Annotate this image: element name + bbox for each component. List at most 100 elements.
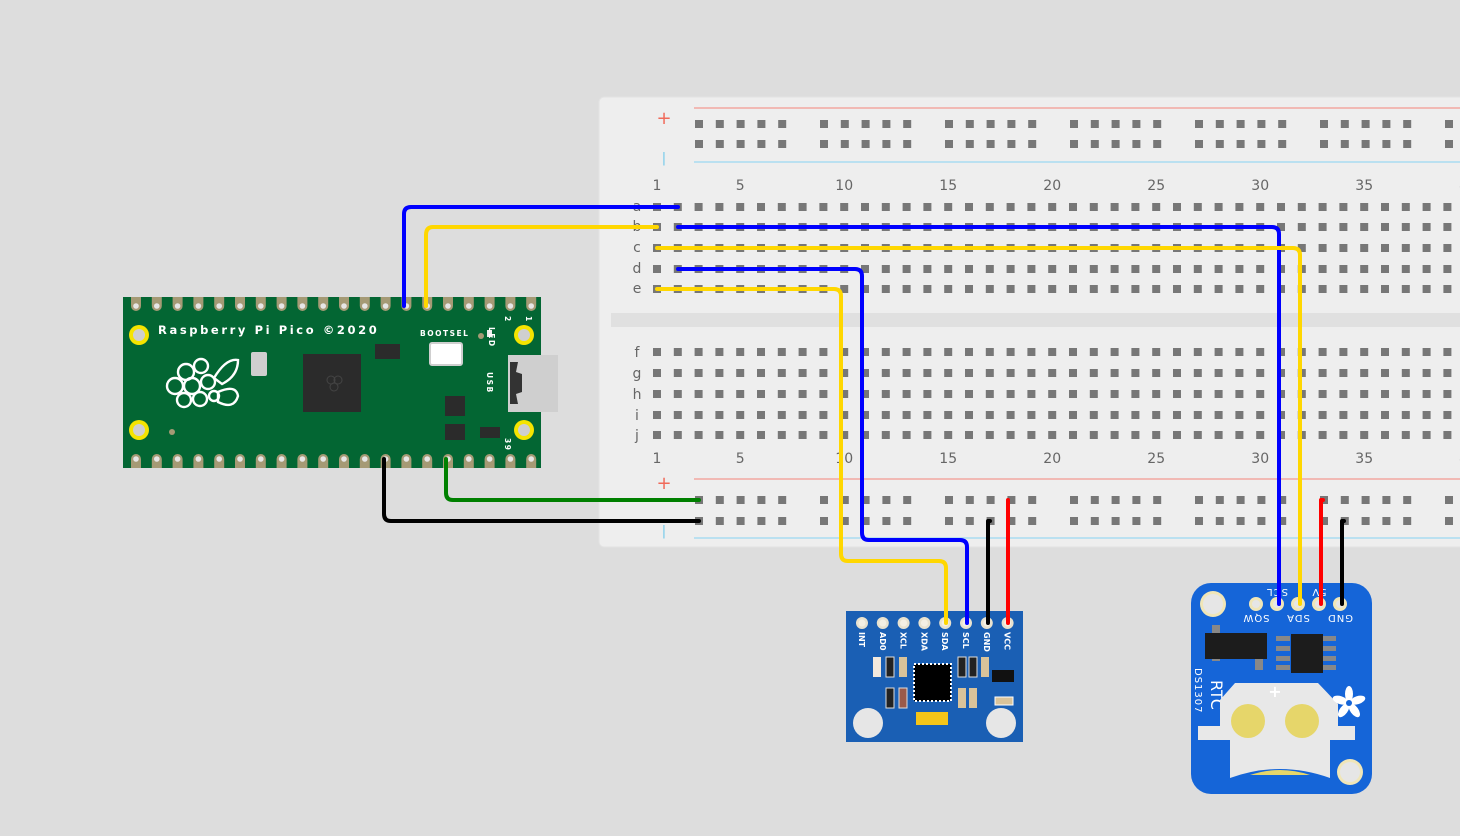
breadboard-hole[interactable] xyxy=(1360,244,1369,252)
breadboard-hole[interactable] xyxy=(653,265,661,273)
breadboard-hole[interactable] xyxy=(1318,411,1327,419)
breadboard-hole[interactable] xyxy=(653,348,661,356)
breadboard-hole[interactable] xyxy=(1131,369,1140,377)
rail-hole[interactable] xyxy=(1028,496,1037,504)
wire-pico-sda-to-breadboard[interactable] xyxy=(402,205,680,308)
breadboard-hole[interactable] xyxy=(1152,369,1161,377)
breadboard-hole[interactable] xyxy=(819,348,828,356)
breadboard-hole[interactable] xyxy=(1360,348,1369,356)
rail-hole[interactable] xyxy=(1111,120,1120,128)
breadboard-hole[interactable] xyxy=(1297,203,1306,211)
breadboard-hole[interactable] xyxy=(694,369,703,377)
breadboard-hole[interactable] xyxy=(819,411,828,419)
rail-hole[interactable] xyxy=(1403,496,1412,504)
breadboard-hole[interactable] xyxy=(923,390,932,398)
breadboard-hole[interactable] xyxy=(923,411,932,419)
breadboard-hole[interactable] xyxy=(1256,390,1265,398)
breadboard-hole[interactable] xyxy=(923,285,932,293)
breadboard-hole[interactable] xyxy=(715,431,724,439)
breadboard-hole[interactable] xyxy=(1339,411,1348,419)
rail-hole[interactable] xyxy=(1382,496,1391,504)
breadboard-hole[interactable] xyxy=(694,390,703,398)
breadboard-hole[interactable] xyxy=(1401,285,1410,293)
breadboard-hole[interactable] xyxy=(736,431,745,439)
breadboard-hole[interactable] xyxy=(1193,431,1202,439)
breadboard-hole[interactable] xyxy=(1152,390,1161,398)
breadboard-hole[interactable] xyxy=(1089,203,1098,211)
breadboard-hole[interactable] xyxy=(798,348,807,356)
wire-bb-to-rtc-scl[interactable] xyxy=(676,225,1281,606)
rail-hole[interactable] xyxy=(965,496,974,504)
rail-hole[interactable] xyxy=(1070,140,1078,148)
breadboard-hole[interactable] xyxy=(757,411,765,419)
breadboard-hole[interactable] xyxy=(1235,285,1244,293)
rail-hole[interactable] xyxy=(695,140,703,148)
breadboard-hole[interactable] xyxy=(1069,390,1077,398)
breadboard-hole[interactable] xyxy=(840,203,849,211)
breadboard-hole[interactable] xyxy=(923,348,932,356)
rail-hole[interactable] xyxy=(1445,120,1453,128)
breadboard-hole[interactable] xyxy=(777,411,786,419)
rail-hole[interactable] xyxy=(1153,517,1162,525)
breadboard-hole[interactable] xyxy=(715,411,724,419)
breadboard-hole[interactable] xyxy=(1089,431,1098,439)
breadboard-hole[interactable] xyxy=(1089,265,1098,273)
rail-hole[interactable] xyxy=(1111,517,1120,525)
rail-hole[interactable] xyxy=(1007,517,1016,525)
breadboard-hole[interactable] xyxy=(1152,203,1161,211)
breadboard-hole[interactable] xyxy=(1256,348,1265,356)
breadboard-hole[interactable] xyxy=(1381,203,1389,211)
breadboard-hole[interactable] xyxy=(1339,431,1348,439)
breadboard-hole[interactable] xyxy=(1422,369,1431,377)
rail-hole[interactable] xyxy=(1257,496,1266,504)
breadboard-hole[interactable] xyxy=(985,390,994,398)
breadboard-hole[interactable] xyxy=(1193,411,1202,419)
breadboard-hole[interactable] xyxy=(694,431,703,439)
breadboard-hole[interactable] xyxy=(902,369,911,377)
breadboard-hole[interactable] xyxy=(1110,369,1119,377)
breadboard[interactable]: + | + | 1510152025303540 151015202530354… xyxy=(598,96,1460,548)
rail-hole[interactable] xyxy=(861,517,870,525)
breadboard-hole[interactable] xyxy=(985,265,994,273)
breadboard-hole[interactable] xyxy=(944,348,953,356)
rail-hole[interactable] xyxy=(1028,120,1037,128)
breadboard-hole[interactable] xyxy=(1422,411,1431,419)
breadboard-hole[interactable] xyxy=(777,390,786,398)
breadboard-hole[interactable] xyxy=(923,369,932,377)
breadboard-hole[interactable] xyxy=(1422,203,1431,211)
breadboard-hole[interactable] xyxy=(736,203,745,211)
breadboard-hole[interactable] xyxy=(694,203,703,211)
breadboard-hole[interactable] xyxy=(1048,203,1057,211)
breadboard-hole[interactable] xyxy=(861,285,869,293)
breadboard-hole[interactable] xyxy=(1381,285,1389,293)
rail-hole[interactable] xyxy=(1236,517,1245,525)
breadboard-hole[interactable] xyxy=(1089,348,1098,356)
wire-rail-to-rtc-5v[interactable] xyxy=(1319,498,1325,606)
rail-hole[interactable] xyxy=(882,120,891,128)
rail-hole[interactable] xyxy=(903,120,912,128)
rail-hole[interactable] xyxy=(1153,496,1162,504)
breadboard-hole[interactable] xyxy=(881,369,890,377)
breadboard-hole[interactable] xyxy=(777,203,786,211)
breadboard-hole[interactable] xyxy=(798,369,807,377)
breadboard-hole[interactable] xyxy=(1235,265,1244,273)
breadboard-hole[interactable] xyxy=(1443,203,1452,211)
rail-hole[interactable] xyxy=(1028,517,1037,525)
breadboard-hole[interactable] xyxy=(1110,265,1119,273)
rail-hole[interactable] xyxy=(1278,140,1287,148)
breadboard-hole[interactable] xyxy=(840,390,849,398)
breadboard-hole[interactable] xyxy=(985,431,994,439)
rail-hole[interactable] xyxy=(1111,140,1120,148)
rail-hole[interactable] xyxy=(840,140,849,148)
breadboard-hole[interactable] xyxy=(840,369,849,377)
rail-hole[interactable] xyxy=(1320,140,1328,148)
rail-hole[interactable] xyxy=(840,517,849,525)
breadboard-hole[interactable] xyxy=(1152,265,1161,273)
breadboard-hole[interactable] xyxy=(1048,348,1057,356)
rail-hole[interactable] xyxy=(757,120,766,128)
breadboard-hole[interactable] xyxy=(715,390,724,398)
breadboard-hole[interactable] xyxy=(1089,411,1098,419)
breadboard-hole[interactable] xyxy=(673,390,682,398)
breadboard-hole[interactable] xyxy=(1027,411,1036,419)
